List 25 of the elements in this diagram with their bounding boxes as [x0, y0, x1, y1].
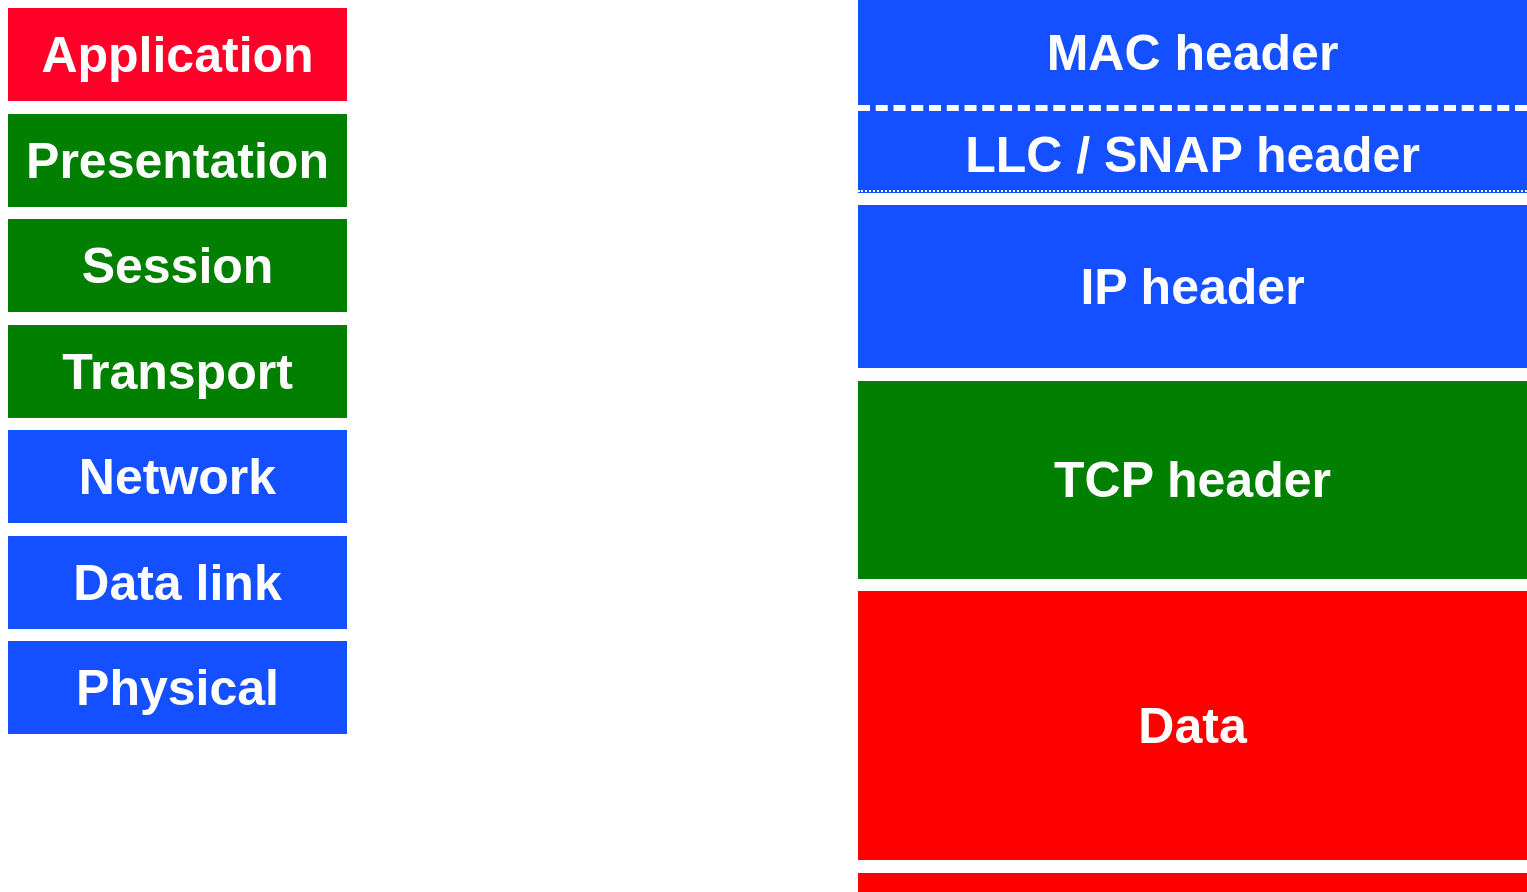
layer-box	[8, 430, 347, 523]
frame-field-box	[858, 0, 1527, 105]
layer-label: MAC header	[1046, 27, 1339, 78]
layer-label: Data link	[73, 557, 282, 608]
layer-label: Transport	[62, 346, 293, 397]
frame-field-box	[858, 117, 1527, 193]
layer-label: Application	[41, 29, 314, 80]
layer-box	[8, 219, 347, 312]
layer-box	[8, 114, 347, 207]
layer-box	[8, 641, 347, 734]
layer-label: Network	[78, 451, 277, 502]
layer-label: LLC / SNAP header	[965, 130, 1420, 180]
frame-field-box	[858, 205, 1527, 368]
frame-bar	[858, 873, 1527, 892]
frame-field-box	[858, 381, 1527, 579]
layer-label: Session	[81, 240, 274, 291]
layer-label: Data	[1138, 700, 1247, 751]
layer-label: TCP header	[1054, 455, 1331, 505]
layer-box	[8, 8, 347, 101]
layer-box	[8, 536, 347, 629]
layer-box	[8, 325, 347, 418]
frame-field-box	[858, 591, 1527, 860]
layer-label: IP header	[1080, 261, 1305, 312]
layer-label: Physical	[76, 662, 279, 713]
layer-label: Presentation	[26, 135, 329, 186]
